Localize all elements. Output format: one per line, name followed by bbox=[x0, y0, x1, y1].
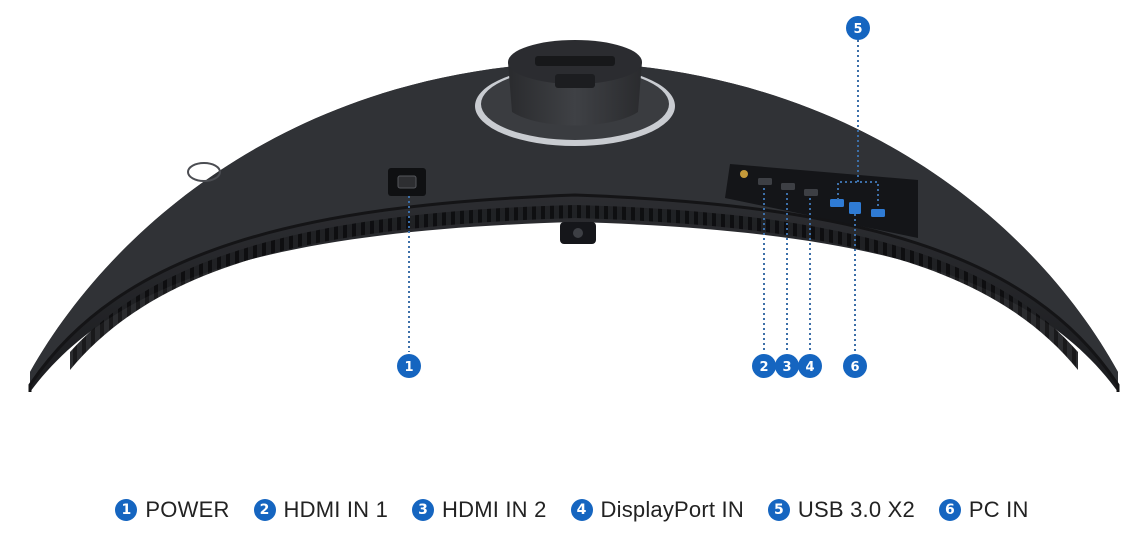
legend-number-1: 1 bbox=[115, 499, 138, 521]
callout-badge-5: 5 bbox=[846, 16, 870, 40]
legend-label-pc-in: PC IN bbox=[968, 497, 1029, 522]
power-port bbox=[388, 168, 426, 196]
svg-text:4: 4 bbox=[805, 360, 814, 375]
legend-label-hdmi-2: HDMI IN 2 bbox=[442, 497, 547, 522]
callout-badge-6: 6 bbox=[843, 354, 867, 378]
legend-number-5: 5 bbox=[767, 499, 790, 521]
callout-badge-1: 1 bbox=[397, 354, 421, 378]
monitor-back-surface bbox=[30, 62, 1118, 385]
legend-number-6: 6 bbox=[938, 499, 961, 521]
legend-label-usb: USB 3.0 X2 bbox=[797, 497, 915, 522]
svg-text:5: 5 bbox=[853, 22, 862, 37]
legend-number-4: 4 bbox=[570, 499, 593, 521]
legend-item-displayport: 4 DisplayPort IN bbox=[570, 497, 744, 523]
legend-item-usb: 5 USB 3.0 X2 bbox=[767, 497, 915, 523]
svg-text:2: 2 bbox=[759, 360, 768, 375]
svg-text:1: 1 bbox=[404, 360, 413, 375]
legend-label-power: POWER bbox=[145, 497, 230, 522]
callout-badge-4: 4 bbox=[798, 354, 822, 378]
legend-item-pc-in: 6 PC IN bbox=[938, 497, 1029, 523]
legend-label-displayport: DisplayPort IN bbox=[600, 497, 744, 522]
port-panel bbox=[725, 164, 918, 238]
legend-item-hdmi-1: 2 HDMI IN 1 bbox=[253, 497, 389, 523]
logo-emblem bbox=[187, 162, 221, 182]
callout-badge-3: 3 bbox=[775, 354, 799, 378]
stand-neck bbox=[475, 40, 675, 146]
legend-number-3: 3 bbox=[412, 499, 435, 521]
svg-text:3: 3 bbox=[782, 360, 791, 375]
callout-badge-2: 2 bbox=[752, 354, 776, 378]
leader-lines bbox=[408, 40, 879, 352]
legend-item-hdmi-2: 3 HDMI IN 2 bbox=[412, 497, 546, 523]
svg-text:6: 6 bbox=[850, 360, 859, 375]
legend-label-hdmi-1: HDMI IN 1 bbox=[283, 497, 389, 522]
legend-number-2: 2 bbox=[253, 499, 276, 521]
port-legend: 1 POWER 2 HDMI IN 1 3 HDMI IN 2 4 Displa… bbox=[0, 490, 1144, 530]
legend-item-power: 1 POWER bbox=[115, 497, 229, 523]
